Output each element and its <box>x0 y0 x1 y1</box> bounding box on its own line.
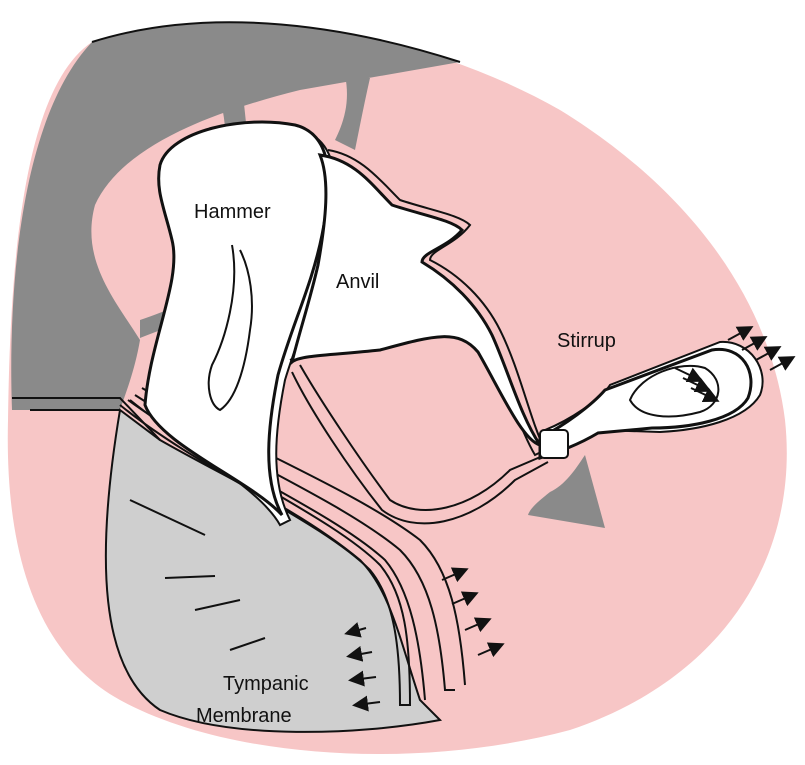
tympanic-label: Tympanic <box>223 673 309 695</box>
stirrup-head <box>540 430 568 458</box>
membrane-label: Membrane <box>196 705 292 727</box>
hammer-label: Hammer <box>194 201 271 223</box>
anvil-label: Anvil <box>336 271 379 293</box>
stirrup-label: Stirrup <box>557 330 616 352</box>
